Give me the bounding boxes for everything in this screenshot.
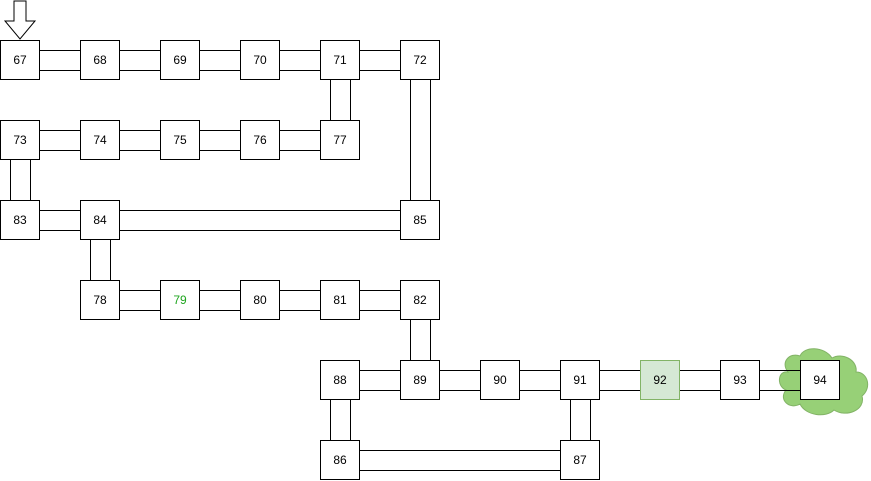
node-label: 78 — [93, 293, 107, 307]
node-label: 68 — [93, 53, 107, 67]
node-label: 85 — [413, 213, 427, 227]
node-93: 93 — [720, 360, 760, 400]
node-label: 84 — [93, 213, 107, 227]
edge-73-74 — [40, 130, 80, 151]
node-label: 92 — [653, 373, 667, 387]
node-84: 84 — [80, 200, 120, 240]
node-label: 82 — [413, 293, 427, 307]
node-90: 90 — [480, 360, 520, 400]
node-label: 86 — [333, 453, 347, 467]
edge-67-68 — [40, 50, 80, 71]
edge-69-70 — [200, 50, 240, 71]
node-87: 87 — [560, 440, 600, 480]
node-label: 93 — [733, 373, 747, 387]
edge-78-79 — [120, 290, 160, 311]
node-label: 79 — [173, 293, 187, 307]
node-label: 73 — [13, 133, 27, 147]
edge-75-76 — [200, 130, 240, 151]
node-label: 69 — [173, 53, 187, 67]
node-67: 67 — [0, 40, 40, 80]
edge-68-69 — [120, 50, 160, 71]
node-label: 70 — [253, 53, 267, 67]
node-71: 71 — [320, 40, 360, 80]
node-82: 82 — [400, 280, 440, 320]
node-label: 91 — [573, 373, 587, 387]
edge-82-89 — [410, 320, 431, 360]
node-label: 67 — [13, 53, 27, 67]
down-arrow-icon — [3, 0, 37, 40]
node-69: 69 — [160, 40, 200, 80]
node-label: 83 — [13, 213, 27, 227]
node-80: 80 — [240, 280, 280, 320]
edge-88-89 — [360, 370, 400, 391]
node-83: 83 — [0, 200, 40, 240]
node-78: 78 — [80, 280, 120, 320]
node-label: 94 — [813, 373, 827, 387]
edge-73-83 — [10, 160, 31, 200]
edge-84-85 — [120, 210, 400, 231]
edge-83-84 — [40, 210, 80, 231]
node-label: 72 — [413, 53, 427, 67]
edge-89-90 — [440, 370, 480, 391]
edge-79-80 — [200, 290, 240, 311]
edge-92-93 — [680, 370, 720, 391]
edge-74-75 — [120, 130, 160, 151]
node-81: 81 — [320, 280, 360, 320]
node-label: 74 — [93, 133, 107, 147]
node-label: 81 — [333, 293, 347, 307]
node-70: 70 — [240, 40, 280, 80]
node-label: 75 — [173, 133, 187, 147]
node-label: 80 — [253, 293, 267, 307]
node-91: 91 — [560, 360, 600, 400]
edge-84-78 — [90, 240, 111, 280]
node-86: 86 — [320, 440, 360, 480]
edge-90-91 — [520, 370, 560, 391]
edge-93-94 — [760, 370, 800, 391]
node-label: 71 — [333, 53, 347, 67]
node-89: 89 — [400, 360, 440, 400]
node-85: 85 — [400, 200, 440, 240]
edge-86-87 — [360, 450, 560, 471]
node-77: 77 — [320, 120, 360, 160]
node-72: 72 — [400, 40, 440, 80]
edge-70-71 — [280, 50, 320, 71]
edge-71-72 — [360, 50, 400, 71]
node-68: 68 — [80, 40, 120, 80]
node-label: 87 — [573, 453, 587, 467]
node-79: 79 — [160, 280, 200, 320]
node-94: 94 — [800, 360, 840, 400]
node-76: 76 — [240, 120, 280, 160]
node-label: 88 — [333, 373, 347, 387]
node-label: 89 — [413, 373, 427, 387]
edge-80-81 — [280, 290, 320, 311]
node-label: 90 — [493, 373, 507, 387]
node-label: 76 — [253, 133, 267, 147]
edge-72-85 — [410, 80, 431, 200]
node-88: 88 — [320, 360, 360, 400]
edge-88-86 — [330, 400, 351, 440]
edge-91-92 — [600, 370, 640, 391]
node-75: 75 — [160, 120, 200, 160]
edge-81-82 — [360, 290, 400, 311]
node-label: 77 — [333, 133, 347, 147]
node-92: 92 — [640, 360, 680, 400]
edge-91-87 — [570, 400, 591, 440]
edge-76-77 — [280, 130, 320, 151]
node-74: 74 — [80, 120, 120, 160]
edge-71-77 — [330, 80, 351, 120]
node-73: 73 — [0, 120, 40, 160]
